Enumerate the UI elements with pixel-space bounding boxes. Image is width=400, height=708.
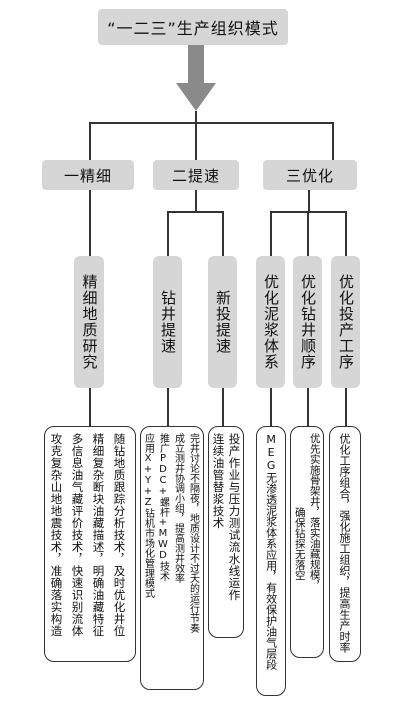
- connector-arrow-to-bar: [195, 111, 197, 123]
- detail-text-2-2: 成立测井协调小组，提高测井效率: [172, 433, 184, 583]
- detail-text-1-4: 攻克复杂山地地震技术，准确落实构造: [49, 433, 64, 637]
- sub-label-4: 优化泥浆体系: [262, 274, 280, 370]
- detail-box-6: 优化工序组合，强化施工组织，提高生产时率: [329, 426, 361, 662]
- detail-text-1-1: 随钻地质跟踪分析技术，及时优化井位: [112, 433, 127, 637]
- connector-s2-d2: [167, 388, 169, 426]
- connector-s4-d4: [270, 388, 272, 426]
- connector-c2-down: [195, 190, 197, 212]
- sub-label-5: 优化钻井顺序: [299, 274, 317, 370]
- connector-to-c1: [89, 122, 91, 160]
- connector-to-c2: [195, 122, 197, 160]
- connector-c3-s4: [270, 211, 272, 256]
- connector-s3-d3: [222, 388, 224, 426]
- detail-text-2-4: 应用X+Y+Z钻机市场化管理模式: [142, 433, 154, 598]
- detail-box-5: 优先实施骨架井，落实油藏规模， 确保钻探无落空: [290, 426, 324, 658]
- sub-label-6: 优化投产工序: [337, 274, 355, 370]
- sub-label-3: 新投提速: [214, 290, 232, 354]
- sub-box-4: 优化泥浆体系: [256, 256, 285, 388]
- connector-c3-s5: [307, 211, 309, 256]
- sub-label-1: 精细地质研究: [80, 274, 99, 370]
- connector-s1-d1: [89, 388, 91, 426]
- detail-text-1-3: 多信息油气藏评价技术，快速识别流体: [70, 433, 85, 637]
- sub-box-6: 优化投产工序: [331, 256, 360, 388]
- connector-s5-d5: [307, 388, 309, 426]
- category-label-1: 一精细: [63, 166, 112, 185]
- detail-text-3-1: 投产作业与压力测试流水线运作: [227, 433, 242, 601]
- sub-box-1: 精细地质研究: [74, 256, 104, 388]
- connector-c2-bar: [167, 211, 223, 213]
- down-arrow-icon: [176, 45, 216, 111]
- category-box-3: 三优化: [263, 160, 357, 190]
- diagram-title-text: “一二三”生产组织模式: [107, 19, 279, 38]
- category-label-2: 二提速: [171, 166, 220, 185]
- detail-box-3: 投产作业与压力测试流水线运作 连续油管替浆技术: [208, 426, 244, 638]
- sub-box-5: 优化钻井顺序: [293, 256, 322, 388]
- connector-c3-down: [308, 190, 310, 212]
- diagram-title: “一二三”生产组织模式: [98, 9, 288, 45]
- connector-to-c3: [332, 122, 334, 160]
- detail-text-2-3: 推广PDC+螺杆+MWD技术: [157, 433, 169, 581]
- detail-text-4-1: MEG无渗透泥浆体系应用，有效保护油气层段: [264, 433, 278, 670]
- connector-top-bar: [89, 122, 333, 124]
- sub-box-3: 新投提速: [208, 256, 237, 388]
- category-label-3: 三优化: [285, 166, 334, 185]
- sub-box-2: 钻井提速: [153, 256, 182, 388]
- detail-box-2: 完井讨论不隔夜，地质设计不过夭的运行节奏 成立测井协调小组，提高测井效率 推广P…: [140, 426, 204, 690]
- category-box-2: 二提速: [153, 160, 239, 190]
- detail-text-5-2: 确保钻探无落空: [293, 507, 306, 581]
- connector-c3-s6: [345, 211, 347, 256]
- detail-text-1-2: 精细复杂断块油藏描述，明确油藏特征: [91, 433, 106, 637]
- detail-text-6-1: 优化工序组合，强化施工组织，提高生产时率: [338, 433, 351, 653]
- connector-c2-s3: [222, 211, 224, 256]
- connector-c2-s2: [167, 211, 169, 256]
- category-box-1: 一精细: [42, 160, 134, 190]
- detail-text-2-1: 完井讨论不隔夜，地质设计不过夭的运行节奏: [187, 433, 199, 633]
- detail-box-4: MEG无渗透泥浆体系应用，有效保护油气层段: [256, 426, 286, 696]
- sub-label-2: 钻井提速: [159, 290, 177, 354]
- detail-box-1: 随钻地质跟踪分析技术，及时优化井位 精细复杂断块油藏描述，明确油藏特征 多信息油…: [44, 426, 136, 662]
- detail-text-5-1: 优先实施骨架井，落实油藏规模，: [308, 433, 321, 591]
- arrow-shaft: [188, 45, 204, 85]
- detail-text-3-2: 连续油管替浆技术: [211, 433, 226, 529]
- connector-c1-s1: [89, 190, 91, 256]
- connector-s6-d6: [345, 388, 347, 426]
- arrow-head: [176, 83, 216, 111]
